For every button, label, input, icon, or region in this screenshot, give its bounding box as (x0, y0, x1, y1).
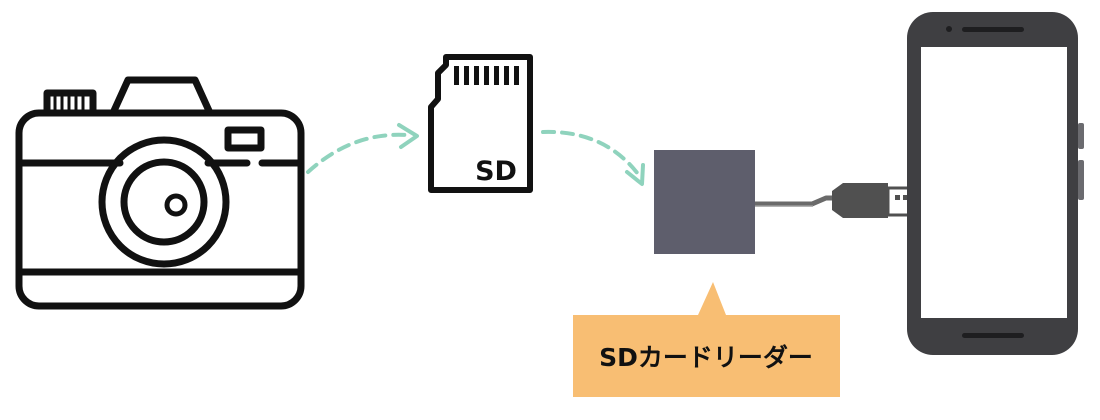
sd-card-icon: SD (428, 54, 533, 193)
camera-icon (15, 76, 305, 310)
phone-screen (921, 47, 1067, 318)
callout-label: SDカードリーダー (599, 343, 813, 372)
sd-card-reader-callout: SDカードリーダー (573, 282, 840, 397)
arrow-sd-to-reader (541, 129, 645, 186)
usb-plug-icon (832, 183, 914, 218)
usb-cable (755, 195, 840, 207)
sd-card-label: SD (475, 156, 517, 187)
smartphone-icon (907, 12, 1084, 355)
sd-card-reader-icon (654, 150, 755, 254)
arrow-camera-to-sd (306, 123, 419, 174)
